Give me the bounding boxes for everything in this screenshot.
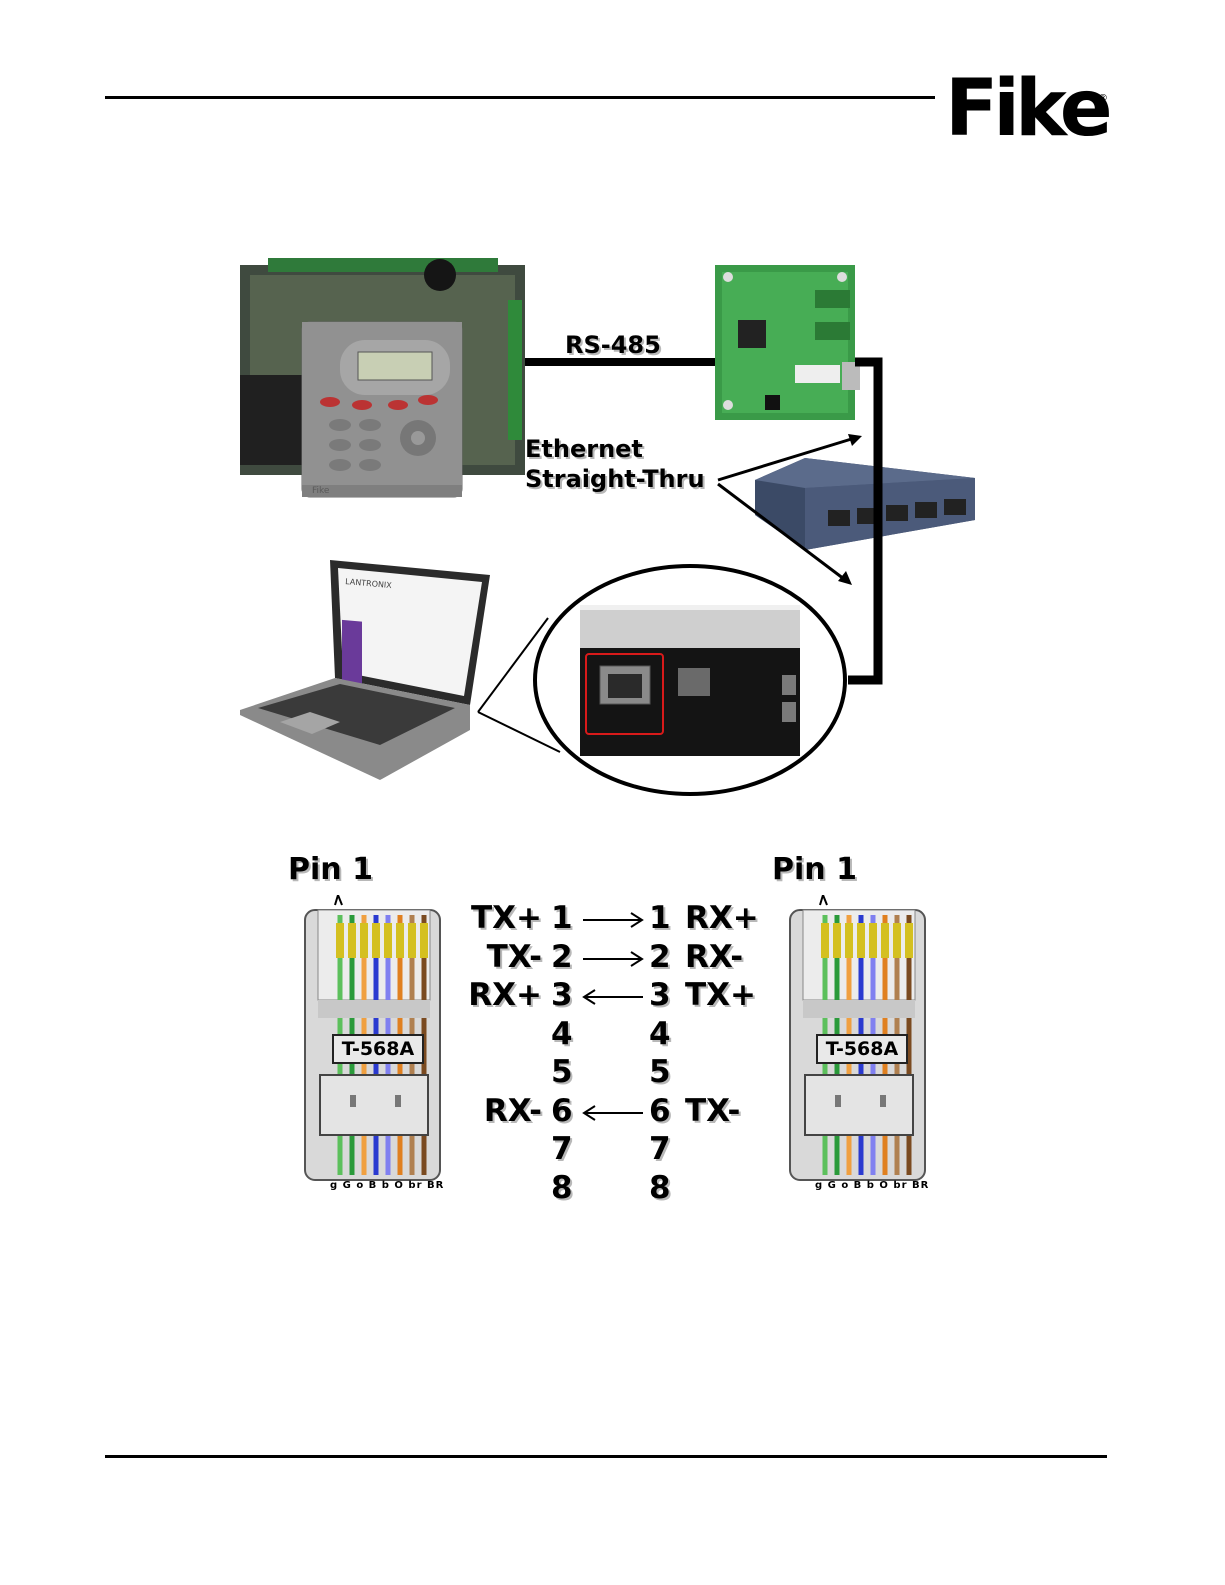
arrow-right-icon bbox=[581, 949, 645, 969]
left-pin-number: 7 bbox=[551, 1134, 573, 1165]
arrow-right-icon bbox=[581, 910, 645, 930]
ethernet-label-line2: Straight-Thru bbox=[525, 466, 705, 494]
footer-rule bbox=[105, 1455, 1107, 1458]
left-signal-label: TX- bbox=[462, 942, 542, 973]
right-signal-label: TX+ bbox=[685, 980, 756, 1011]
ethernet-label-line1: Ethernet bbox=[525, 436, 643, 464]
left-pin-number: 4 bbox=[551, 1019, 573, 1050]
right-signal-label: RX- bbox=[685, 942, 743, 973]
right-pin-number: 4 bbox=[649, 1019, 671, 1050]
right-pin-number: 5 bbox=[649, 1057, 671, 1088]
right-pin-number: 7 bbox=[649, 1134, 671, 1165]
left-pin-number: 1 bbox=[551, 903, 573, 934]
rs485-label: RS-485 bbox=[565, 332, 661, 360]
network-diagram: Fike bbox=[0, 0, 1225, 830]
right-pin-number: 1 bbox=[649, 903, 671, 934]
right-t568a-label: T-568A bbox=[816, 1034, 908, 1064]
left-pin-number: 3 bbox=[551, 980, 573, 1011]
left-signal-label: RX+ bbox=[462, 980, 542, 1011]
left-pin-number: 5 bbox=[551, 1057, 573, 1088]
right-pin-number: 6 bbox=[649, 1096, 671, 1127]
left-pin-number: 2 bbox=[551, 942, 573, 973]
network-module-board bbox=[715, 265, 860, 420]
left-signal-label: TX+ bbox=[462, 903, 542, 934]
arrow-left-icon bbox=[581, 987, 645, 1007]
panel-keypad-display: Fike bbox=[302, 322, 462, 497]
right-pin-number: 2 bbox=[649, 942, 671, 973]
left-pin1-title: Pin 1 bbox=[288, 852, 373, 887]
right-pin-number: 3 bbox=[649, 980, 671, 1011]
right-signal-label: TX- bbox=[685, 1096, 740, 1127]
left-wire-codes: g G o B b O br BR bbox=[330, 1180, 444, 1191]
arrow-left-icon bbox=[581, 1103, 645, 1123]
right-pin-number: 8 bbox=[649, 1173, 671, 1204]
right-wire-codes: g G o B b O br BR bbox=[815, 1180, 929, 1191]
left-pin-number: 8 bbox=[551, 1173, 573, 1204]
left-t568a-label: T-568A bbox=[332, 1034, 424, 1064]
panel-brand: Fike bbox=[312, 486, 330, 496]
right-signal-label: RX+ bbox=[685, 903, 759, 934]
laptop: LANTRONIX bbox=[240, 560, 490, 780]
port-zoom-callout bbox=[478, 566, 845, 794]
left-signal-label: RX- bbox=[462, 1096, 542, 1127]
left-pin-number: 6 bbox=[551, 1096, 573, 1127]
right-pin1-title: Pin 1 bbox=[772, 852, 857, 887]
